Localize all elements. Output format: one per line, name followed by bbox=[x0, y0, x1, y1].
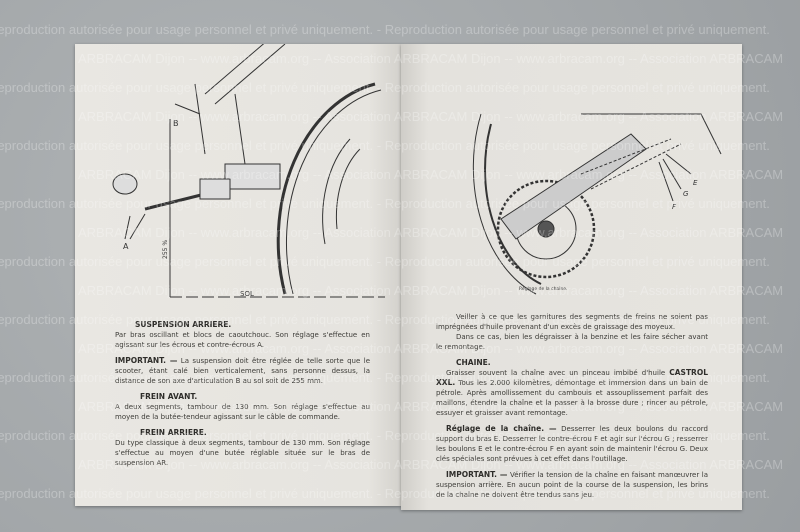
section-text: La suspension doit être réglée de telle … bbox=[115, 357, 370, 385]
section-text: A deux segments, tambour de 130 mm. Son … bbox=[115, 403, 370, 421]
section-title: FREIN AVANT. bbox=[140, 392, 198, 401]
label-a: A bbox=[123, 242, 129, 251]
intro-text: Dans ce cas, bien les dégraisser à la be… bbox=[436, 333, 708, 351]
section-text: Du type classique à deux segments, tambo… bbox=[115, 439, 370, 467]
adjust-lead: Réglage de la chaîne. — bbox=[446, 424, 557, 433]
rear-suspension-drawing: A B 255 % SOL bbox=[112, 44, 385, 298]
section-title: SUSPENSION ARRIERE. bbox=[135, 320, 232, 329]
section-title: FREIN ARRIERE. bbox=[140, 428, 207, 437]
ground-label: SOL bbox=[240, 290, 254, 298]
label-g: G bbox=[683, 190, 689, 198]
right-page: E G F Réglage de la chaîne. Veiller à ce… bbox=[401, 44, 742, 510]
important-lead: IMPORTANT. — bbox=[446, 470, 508, 479]
label-b: B bbox=[173, 119, 179, 128]
section-text: Par bras oscillant et blocs de caoutchou… bbox=[115, 331, 370, 349]
dimension-label: 255 % bbox=[162, 240, 169, 259]
chain-title: CHAINE. bbox=[456, 358, 491, 367]
left-page: A B 255 % SOL SUSPENSION ARRIERE. Par br… bbox=[75, 44, 401, 506]
label-f: F bbox=[672, 203, 677, 211]
important-lead: IMPORTANT. — bbox=[115, 356, 178, 365]
chain-brand: CASTROL XXL. bbox=[436, 368, 708, 387]
intro-text: Veiller à ce que les garnitures des segm… bbox=[436, 313, 708, 331]
chain-text: Tous les 2.000 kilomètres, démontage et … bbox=[436, 379, 708, 417]
chain-adjustment-drawing: E G F Réglage de la chaîne. bbox=[472, 113, 722, 295]
label-e: E bbox=[693, 179, 698, 187]
figure-caption: Réglage de la chaîne. bbox=[519, 285, 568, 292]
important-text: Vérifier la tension de la chaîne en fais… bbox=[436, 471, 709, 499]
adjust-text: Desserrer les deux boulons du raccord su… bbox=[436, 425, 709, 463]
chain-text: Graisser souvent la chaîne avec un pince… bbox=[446, 369, 666, 377]
